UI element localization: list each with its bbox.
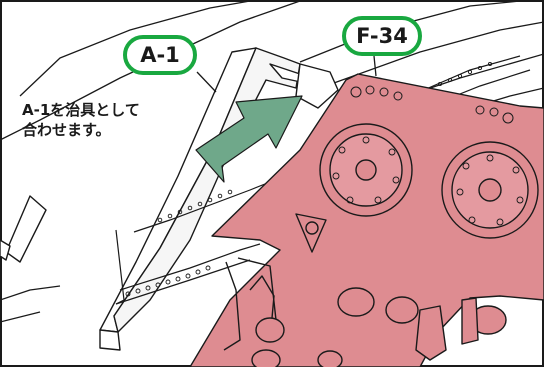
callout-part-a1: A-1 bbox=[123, 35, 197, 75]
instruction-text: A-1を治具として 合わせます。 bbox=[22, 101, 140, 139]
jig-part-a1 bbox=[0, 47, 339, 351]
callout-part-f34-label: F-34 bbox=[356, 24, 408, 48]
callout-leaders bbox=[196, 55, 377, 93]
direction-arrow bbox=[195, 95, 303, 183]
rivet-hole-row bbox=[125, 61, 493, 297]
callout-part-f34: F-34 bbox=[342, 16, 422, 56]
highlighted-part-f34 bbox=[189, 73, 544, 367]
callout-part-a1-label: A-1 bbox=[140, 43, 180, 67]
